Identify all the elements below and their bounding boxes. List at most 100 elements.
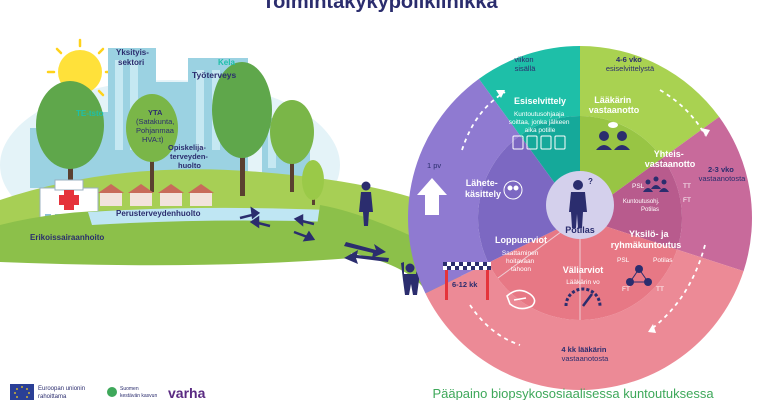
yksilo-role-tt: TT	[656, 286, 664, 293]
loppuarviot-body-3: tahoon	[511, 266, 531, 273]
laakarin-vastaanotto-title-1: Lääkärin	[594, 95, 631, 105]
eu-logo-text-1: Euroopan unionin	[38, 386, 85, 392]
yhteis-role-tt: TT	[683, 183, 691, 190]
eu-logo-text-2: rahoittama	[38, 394, 67, 400]
patient-icon: ?	[569, 177, 593, 228]
yksilo-title-1: Yksilö- ja	[629, 229, 670, 239]
finish-line-icon	[443, 262, 491, 300]
segment-title-valiarviot: Väliarviot	[563, 265, 604, 275]
label-yksityissektori-1: Yksityis-	[116, 48, 149, 57]
yhteis-note-1: Kuntoutusohj.	[623, 199, 660, 205]
label-opiskelija-1: Opiskelija-	[168, 143, 206, 152]
time-4-6-vko-1: 4-6 vko	[616, 55, 642, 64]
segment-title-esiselvittely: Esiselvittely	[514, 96, 566, 106]
esiselvittely-body-3: aika potille	[525, 127, 556, 134]
team-icon	[643, 176, 669, 192]
varha-logo: varha	[168, 385, 206, 400]
label-tyoterveys: Työterveys	[192, 70, 237, 80]
yksilo-title-2: ryhmäkuntoutus	[611, 240, 682, 250]
time-4-kk-1: 4 kk lääkärin	[561, 345, 606, 354]
cheering-person-icon	[401, 262, 421, 295]
outer-sector-4-kk	[425, 249, 744, 391]
svg-text:Opiskelija- terveyden-: Opiskelija- terveyden- huolto	[168, 143, 210, 170]
label-opiskelija-3: huolto	[178, 161, 201, 170]
loppuarviot-body-1: Saattaminen	[502, 250, 539, 257]
label-yta-4: HVA:t)	[142, 135, 164, 144]
svg-text:Euroopan unionin rahoitt: Euroopan unionin rahoittama	[38, 386, 87, 400]
segment-title-loppuarviot: Loppuarviot	[495, 235, 547, 245]
valiarviot-body: Lääkärin vo	[566, 279, 600, 286]
outer-sector-2-3-vko	[662, 116, 752, 272]
time-2-3-vko-2: vastaanotosta	[699, 174, 747, 183]
svg-text:4 kk lääkärin vastaanoto: 4 kk lääkärin vastaanotosta	[561, 345, 609, 363]
lahete-title-1: Lähete-	[466, 178, 498, 188]
esiselvittely-body-1: Kuntoutusohjaaja	[514, 111, 565, 118]
label-yta-3: Pohjanmaa	[136, 126, 175, 135]
network-icon	[626, 265, 652, 286]
time-viikon-sisalla-1: viikon	[514, 55, 533, 64]
svg-text:Yksilö- ja ryhmäkuntoutu: Yksilö- ja ryhmäkuntoutus	[611, 229, 682, 250]
label-perusterveydenhuolto: Perusterveydenhuolto	[116, 209, 201, 218]
double-arrow-icon	[344, 242, 389, 264]
footer-text: Pääpaino biopsykososiaalisessa kuntoutuk…	[432, 386, 714, 400]
city-scene: Yksityis- sektori Kela Työterveys TE-tst…	[0, 38, 420, 266]
center-label: Potilas	[565, 225, 595, 235]
time-6-12-kk: 6-12 kk	[452, 280, 478, 289]
label-yksityissektori-2: sektori	[118, 58, 144, 67]
time-2-3-vko-1: 2-3 vko	[708, 165, 734, 174]
svg-text:viikon sisällä: viikon sisällä	[514, 55, 536, 73]
outer-sector-1-pv	[408, 78, 521, 294]
inner-sector-kuntoutus	[488, 218, 678, 321]
varha-logo-text: varha	[168, 385, 206, 400]
up-arrow-icon	[417, 178, 447, 215]
yhteis-note-2: Potilas	[641, 207, 659, 213]
svg-text:4-6 vko esiselvittelystä: 4-6 vko esiselvittelystä	[606, 55, 655, 73]
yhteis-role-ft: FT	[683, 197, 691, 204]
suomen-kestavan-kasvun-logo: Suomen kestävän kasvun	[107, 386, 157, 399]
svg-text:YTA (Satakunta, Po: YTA (Satakunta, Pohjanmaa HVA:t)	[136, 108, 176, 144]
svg-text:?: ?	[588, 177, 593, 186]
handshake-icon	[506, 289, 536, 310]
page-title: Toimintakykypoliklinikka	[262, 0, 498, 13]
time-1-pv: 1 pv	[427, 161, 441, 170]
flow-arrowheads	[496, 90, 710, 333]
outer-sector-4-6-vko	[580, 46, 720, 159]
label-yta-2: (Satakunta,	[136, 117, 174, 126]
svg-text:Kuntoutusohj. Potilas: Kuntoutusohj. Potilas	[623, 199, 661, 213]
yksilo-role-psl: PSL	[617, 257, 630, 264]
gauge-icon	[564, 287, 602, 307]
svg-text:2-3 vko vastaanotosta: 2-3 vko vastaanotosta	[699, 165, 747, 183]
eu-logo: Euroopan unionin rahoittama	[10, 384, 87, 400]
suomen-logo-text-1: Suomen	[120, 386, 139, 392]
svg-text:Saattaminen hoitavaan: Saattaminen hoitavaan tahoon	[502, 250, 540, 273]
time-4-6-vko-2: esiselvittelystä	[606, 64, 655, 73]
flow-arrows-icon	[239, 206, 316, 242]
yhteis-role-psl: PSL	[632, 183, 645, 190]
outer-sector-viikon-sisalla	[478, 46, 580, 136]
group-icon	[503, 180, 523, 200]
label-kela: Kela	[218, 58, 235, 67]
svg-text:Kuntoutusohjaaja soittaa: Kuntoutusohjaaja soittaa, jonka jälkeen …	[509, 111, 572, 134]
yksilo-role-ft: FT	[622, 286, 630, 293]
svg-text:Yksityis- sektori: Yksityis- sektori	[116, 48, 151, 67]
loppuarviot-body-2: hoitavaan	[506, 258, 535, 265]
yhteisvastaanotto-title-2: vastaanotto	[645, 159, 696, 169]
time-viikon-sisalla-2: sisällä	[515, 64, 537, 73]
label-opiskelija-2: terveyden-	[170, 152, 208, 161]
suomen-logo-text-2: kestävän kasvun	[120, 393, 157, 399]
label-te-tsto: TE-tsto	[76, 109, 104, 118]
laakarin-vastaanotto-title-2: vastaanotto	[589, 105, 640, 115]
svg-text:Lähete- käsittely: Lähete- käsittely	[465, 178, 501, 199]
label-yta-1: YTA	[148, 108, 163, 117]
label-erikoissairaanhoito: Erikoissairaanhoito	[30, 233, 104, 242]
svg-text:Yhteis- vastaanotto: Yhteis- vastaanotto	[645, 149, 696, 169]
svg-text:PSL Potilas FT: PSL Potilas FT TT	[617, 257, 674, 293]
care-wheel: ? Potilas	[408, 46, 752, 391]
tree-icon	[36, 62, 324, 205]
esiselvittely-body-2: soittaa, jonka jälkeen	[509, 119, 570, 126]
svg-text:Suomen kestävän kasvun: Suomen kestävän kasvun	[120, 386, 157, 399]
walking-person-icon	[359, 181, 373, 226]
svg-text:PSL TT FT: PSL TT FT	[632, 183, 693, 204]
inner-sector-lahetekasittely	[477, 135, 580, 263]
